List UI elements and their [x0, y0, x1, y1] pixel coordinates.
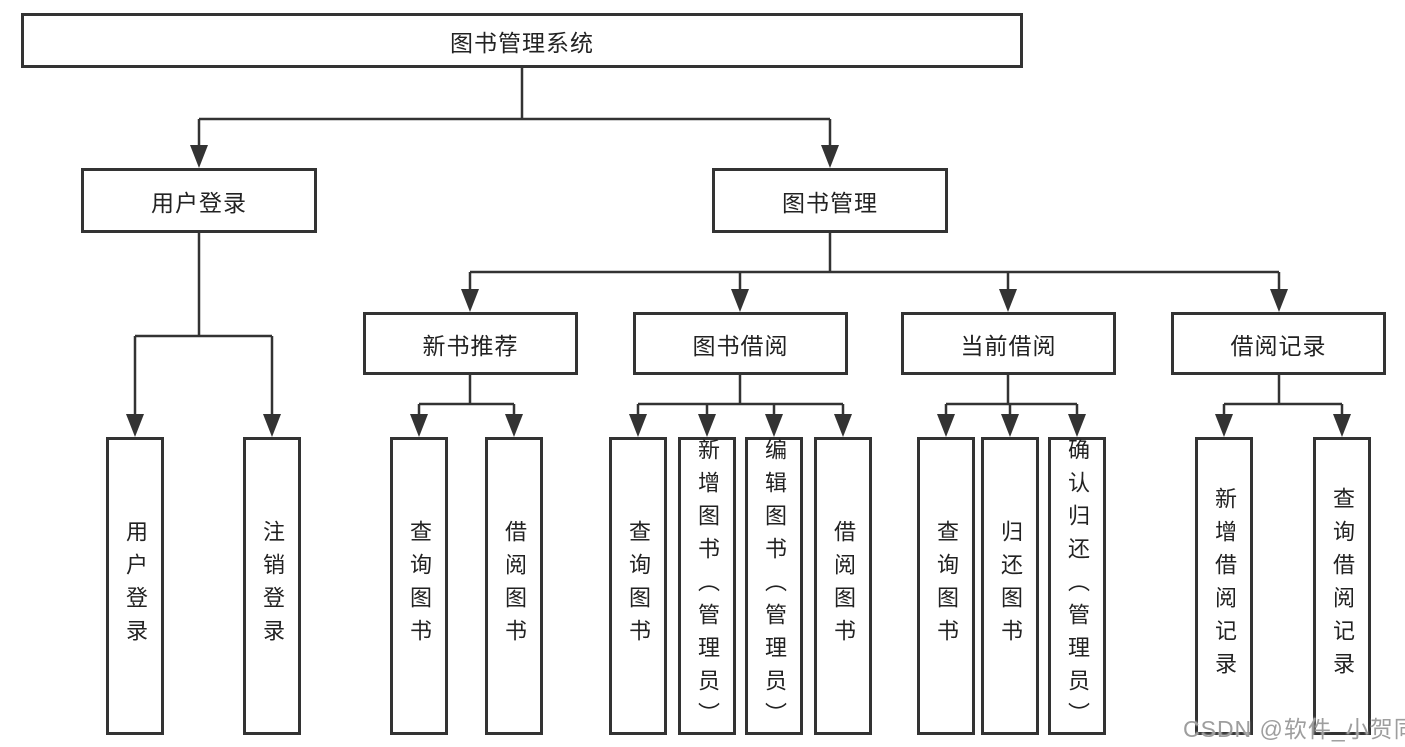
arrowhead — [1215, 414, 1233, 437]
node-book-management: 图书管理 — [712, 168, 948, 233]
node-leaf-return-books: 归还图书 — [981, 437, 1039, 735]
arrowhead — [505, 414, 523, 437]
connector-root-to-level1 — [197, 68, 832, 148]
node-label: 查询图书 — [626, 520, 651, 652]
arrowhead — [1333, 414, 1351, 437]
node-leaf-borrow-books-recommend: 借阅图书 — [485, 437, 543, 735]
node-leaf-user-login: 用户登录 — [106, 437, 164, 735]
connector-userlogin-to-leaves — [133, 233, 274, 417]
arrowhead — [263, 414, 281, 437]
csdn-watermark: CSDN @软件_小贺同学 — [1183, 716, 1405, 742]
node-label: 新增图书（管理员） — [695, 437, 720, 735]
node-label: 查询借阅记录 — [1330, 487, 1355, 685]
arrowhead — [461, 289, 479, 312]
node-leaf-edit-books-admin: 编辑图书（管理员） — [745, 437, 803, 735]
node-leaf-logout: 注销登录 — [243, 437, 301, 735]
node-leaf-query-books-current: 查询图书 — [917, 437, 975, 735]
arrowhead — [190, 145, 208, 168]
arrowhead — [629, 414, 647, 437]
connector-borrow-to-leaves — [636, 375, 845, 419]
node-label: 查询图书 — [934, 520, 959, 652]
node-label: 借阅图书 — [831, 520, 856, 652]
node-system-root: 图书管理系统 — [21, 13, 1023, 68]
arrowhead — [821, 145, 839, 168]
node-borrow-records: 借阅记录 — [1171, 312, 1386, 375]
arrowhead — [731, 289, 749, 312]
node-label: 新书推荐 — [422, 332, 519, 359]
node-leaf-add-books-admin: 新增图书（管理员） — [678, 437, 736, 735]
node-label: 图书借阅 — [692, 332, 789, 359]
arrowhead — [1068, 414, 1086, 437]
arrowhead — [1001, 414, 1019, 437]
node-label: 图书管理 — [782, 189, 878, 216]
arrowhead — [999, 289, 1017, 312]
node-leaf-query-borrow-record: 查询借阅记录 — [1313, 437, 1371, 735]
node-leaf-query-books-recommend: 查询图书 — [390, 437, 448, 735]
arrowheads — [126, 145, 1351, 437]
node-leaf-borrow-books: 借阅图书 — [814, 437, 872, 735]
node-label: 新增借阅记录 — [1212, 487, 1237, 685]
node-leaf-confirm-return-admin: 确认归还（管理员） — [1048, 437, 1106, 735]
node-leaf-add-borrow-record: 新增借阅记录 — [1195, 437, 1253, 735]
arrowhead — [698, 414, 716, 437]
connector-current-to-leaves — [944, 375, 1079, 419]
node-label: 查询图书 — [407, 520, 432, 652]
node-book-borrow: 图书借阅 — [633, 312, 848, 375]
node-label: 归还图书 — [998, 520, 1023, 652]
node-label: 用户登录 — [151, 189, 247, 216]
arrowhead — [126, 414, 144, 437]
node-current-borrow: 当前借阅 — [901, 312, 1116, 375]
arrowhead — [834, 414, 852, 437]
node-label: 图书管理系统 — [450, 29, 594, 56]
node-label: 确认归还（管理员） — [1065, 437, 1090, 735]
node-label: 编辑图书（管理员） — [762, 437, 787, 735]
node-label: 当前借阅 — [960, 332, 1057, 359]
arrowhead — [410, 414, 428, 437]
node-new-book-recommend: 新书推荐 — [363, 312, 578, 375]
node-label: 注销登录 — [260, 520, 285, 652]
connector-newbook-to-leaves — [417, 375, 516, 419]
node-label: 借阅图书 — [502, 520, 527, 652]
node-label: 用户登录 — [123, 520, 148, 652]
node-leaf-query-books-borrow: 查询图书 — [609, 437, 667, 735]
node-user-login: 用户登录 — [81, 168, 317, 233]
node-label: 借阅记录 — [1230, 332, 1327, 359]
connector-records-to-leaves — [1222, 375, 1344, 419]
arrowhead — [1270, 289, 1288, 312]
connector-bookmgmt-to-level2 — [468, 233, 1281, 292]
arrowhead — [765, 414, 783, 437]
arrowhead — [937, 414, 955, 437]
